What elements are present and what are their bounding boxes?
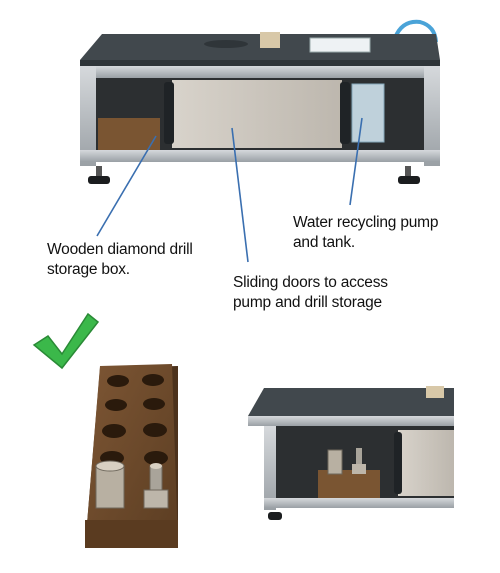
label-drill-box: Wooden diamond drill storage box.: [47, 241, 193, 278]
label-water-pump: Water recycling pump and tank.: [293, 214, 439, 251]
pointer-line-drill-box: [96, 135, 157, 237]
pointer-line-sliding-doors: [231, 127, 249, 263]
label-sliding-doors: Sliding doors to access pump and drill s…: [233, 274, 388, 311]
workbench-cabinet-photo: [80, 19, 440, 184]
pointer-line-water-pump: [349, 117, 363, 206]
